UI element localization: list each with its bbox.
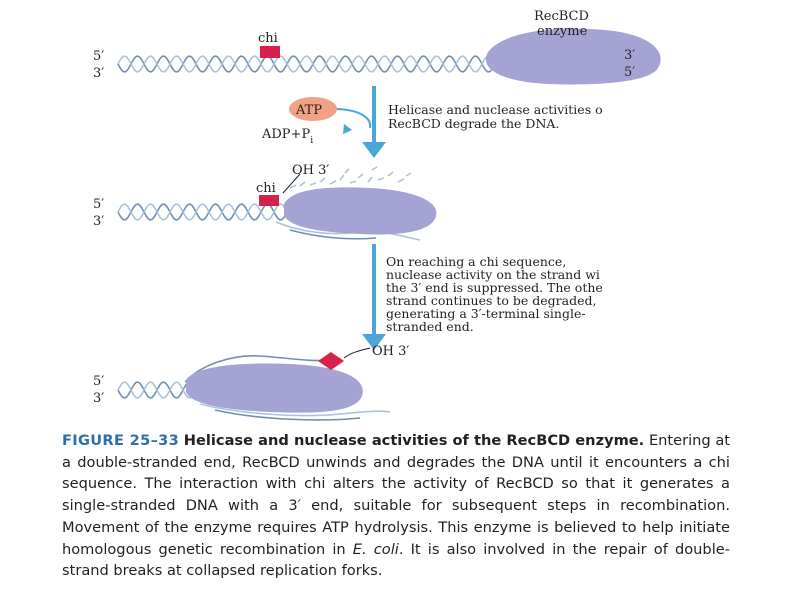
enzyme-label-line1: RecBCD: [534, 9, 589, 24]
enzyme-label-line2: enzyme: [537, 24, 588, 39]
caption-body: Entering at a double-stranded end, RecBC…: [62, 432, 731, 558]
three-prime-end-label-right: 3′: [624, 48, 635, 63]
step2-note-line6: stranded end.: [386, 319, 474, 334]
step1-note-line1: Helicase and nuclease activities o: [388, 102, 603, 117]
oh3-pointer-panel3: [343, 347, 371, 359]
atp-oval: [289, 97, 337, 121]
step2-note-line4: strand continues to be degraded,: [386, 293, 596, 308]
step2-note-line3: the 3′ end is suppressed. The othe: [386, 280, 603, 295]
five-prime-end-label-panel3: 5′: [93, 374, 104, 389]
step1-arrow-shaft: [372, 86, 376, 144]
three-prime-end-label: 3′: [93, 66, 104, 81]
three-prime-end-label-panel2: 3′: [93, 214, 104, 229]
step-1: ATP ADP+Pi Helicase and nuclease activit…: [261, 86, 603, 158]
chi-site-panel2: [259, 195, 279, 206]
recbcd-enzyme-panel2: [284, 187, 437, 235]
three-prime-end-label-panel3: 3′: [93, 391, 104, 406]
panel2-strand-bottom: [117, 203, 291, 221]
oh3-label-panel3: OH 3′: [372, 344, 409, 359]
step2-note-line5: generating a 3′-terminal single-: [386, 306, 586, 321]
degraded-dna-fragments: [289, 166, 412, 189]
recbcd-enzyme-panel3: [186, 363, 363, 413]
atp-hydrolysis-arrowhead: [343, 124, 352, 134]
oh3-label-panel2: OH 3′: [292, 163, 329, 178]
chi-site-panel1: [260, 46, 280, 58]
atp-label: ATP: [295, 103, 322, 118]
step2-arrow-shaft: [372, 244, 376, 336]
panel3-exiting-strand-2: [214, 409, 361, 421]
panel-2-degradation: chi OH 3′ 5′ 3′: [93, 163, 437, 241]
adp-pi-label: ADP+Pi: [261, 127, 313, 146]
recbcd-figure: chi RecBCD enzyme 5′ 3′ 3′ 5′ ATP ADP+Pi…: [93, 9, 661, 421]
recbcd-enzyme-panel1: [485, 28, 661, 85]
step1-arrow-head: [362, 142, 386, 158]
step2-arrow-head: [362, 334, 386, 350]
atp-hydrolysis-curve: [336, 108, 372, 129]
five-prime-end-label-right: 5′: [624, 65, 635, 80]
figure-number: FIGURE 25–33: [62, 432, 180, 449]
five-prime-end-label: 5′: [93, 49, 104, 64]
caption-organism: E. coli: [352, 540, 399, 558]
caption-body-end: . It is also involved in the repair of d…: [62, 540, 730, 580]
panel3-strand-bottom: [117, 381, 199, 399]
panel3-exiting-strand: [199, 403, 391, 417]
five-prime-end-label-panel2: 5′: [93, 197, 104, 212]
chi-site-panel3: [318, 352, 344, 370]
oh3-pointer-panel2: [282, 173, 301, 194]
figure-caption: FIGURE 25–33 Helicase and nuclease activ…: [62, 430, 730, 582]
panel-3-single-stranded-end: OH 3′ 5′ 3′: [93, 344, 409, 421]
step2-note-line1: On reaching a chi sequence,: [386, 254, 566, 269]
step-2: On reaching a chi sequence, nuclease act…: [362, 244, 603, 350]
step2-note-line2: nuclease activity on the strand wi: [386, 267, 600, 282]
step1-note-line2: RecBCD degrade the DNA.: [388, 116, 559, 131]
panel-1-intact-duplex: chi RecBCD enzyme 5′ 3′ 3′ 5′: [93, 9, 661, 85]
figure-title: Helicase and nuclease activities of the …: [183, 432, 645, 449]
panel3-single-strand-loop: [184, 355, 331, 383]
chi-label-panel1: chi: [258, 31, 278, 46]
chi-label-panel2: chi: [256, 181, 276, 196]
panel2-exiting-strand-2: [289, 229, 377, 240]
